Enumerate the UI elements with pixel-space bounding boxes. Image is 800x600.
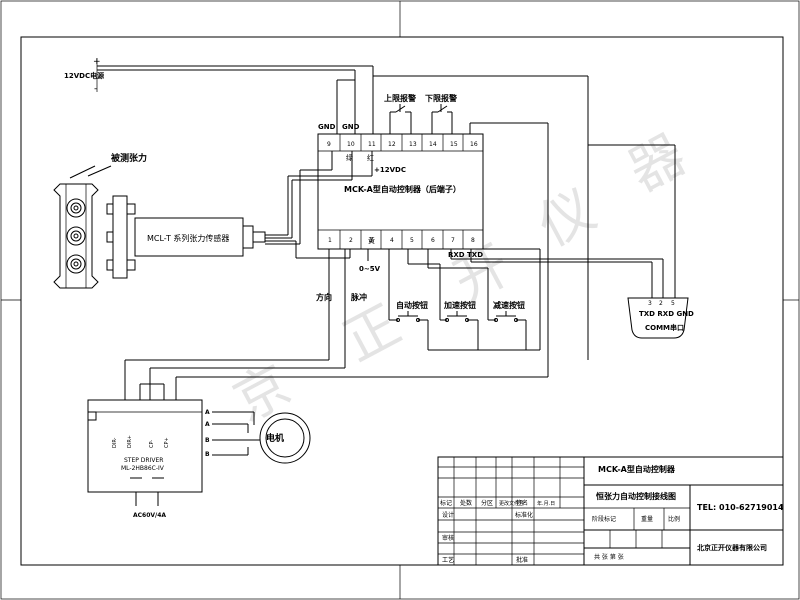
wire-yellow-label: 黄 xyxy=(368,236,375,245)
rxd-txd-label: RXD TXD xyxy=(448,251,483,259)
terminal-number: 6 xyxy=(431,237,435,244)
title-col-mark: 标记 xyxy=(440,499,452,507)
button-contacts xyxy=(396,318,518,322)
phase-label: A xyxy=(205,421,210,428)
decel-button-label: 减速按钮 xyxy=(493,300,525,310)
weight-label: 重量 xyxy=(641,515,653,523)
scale-label: 比例 xyxy=(668,515,680,523)
title-block: 标记 处数 分区 更改文件号 签名 年.月.日 设计 标准化 审核 工艺 批准 … xyxy=(437,456,784,566)
motor-label: 电机 xyxy=(266,432,284,444)
title-col-zone: 分区 xyxy=(481,499,493,507)
terminal-number: 2 xyxy=(349,237,353,244)
pulse-label: 脉冲 xyxy=(350,292,367,302)
product-name: MCK-A型自动控制器 xyxy=(598,464,676,474)
terminal-number: 1 xyxy=(328,237,332,244)
terminal-number: 8 xyxy=(471,237,475,244)
sheets-label: 共 张 第 张 xyxy=(594,553,624,561)
stage-mark-label: 阶段标记 xyxy=(592,515,616,523)
terminal-number: 4 xyxy=(390,237,394,244)
power-label: 12VDC电源 xyxy=(64,71,104,80)
serial-pin: 3 xyxy=(648,300,652,307)
driver-terminal: DIR- xyxy=(112,437,118,448)
title-col-doc: 更改文件号 xyxy=(499,500,524,507)
title-col-date: 年.月.日 xyxy=(537,500,555,507)
driver-model: ML-2HB86C-IV xyxy=(121,465,165,472)
bottom-terminal-numbers: 1 2 3 4 5 6 7 8 xyxy=(328,237,475,244)
accel-button-label: 加速按钮 xyxy=(443,300,476,310)
title-row-std: 标准化 xyxy=(515,511,533,519)
alarm-contacts: 上限报警 下限报警 xyxy=(384,93,457,134)
common-wires xyxy=(175,75,589,400)
tension-label: 被测张力 xyxy=(111,152,147,164)
title-col-count: 处数 xyxy=(460,499,472,507)
power-supply: + - 12VDC电源 xyxy=(64,57,373,94)
controller: 9 10 11 12 13 14 15 16 1 2 3 4 5 6 7 8 G… xyxy=(317,123,484,259)
phase-label: B xyxy=(205,437,210,444)
watermark-char: 京 xyxy=(223,353,300,434)
driver-power-label: AC60V/4A xyxy=(133,512,166,519)
drawing-frame xyxy=(20,36,784,566)
driver-terminal: DIR+ xyxy=(127,435,133,448)
title-col-sign: 签名 xyxy=(516,499,528,507)
terminal-number: 13 xyxy=(409,141,417,148)
range-label: 0~5V xyxy=(359,265,381,273)
terminal-number: 14 xyxy=(429,141,437,148)
wire-red-label: 红 xyxy=(367,153,374,162)
phase-label: A xyxy=(205,409,210,416)
title-row-approve: 批准 xyxy=(516,556,528,564)
terminal-number: 11 xyxy=(368,141,376,148)
terminal-number: 7 xyxy=(451,237,455,244)
driver-terminal: CP+ xyxy=(164,437,170,448)
serial-wires xyxy=(450,144,676,298)
power-plus-mark: + xyxy=(93,57,101,67)
terminal-number: 10 xyxy=(347,141,355,148)
tension-sensor: 被测张力 MCL-T 系列张力传感器 xyxy=(53,152,266,289)
watermark-char: 仪 xyxy=(528,178,605,259)
auto-button-label: 自动按钮 xyxy=(396,300,428,310)
terminal-number: 9 xyxy=(327,141,331,148)
drawing-name: 恒张力自动控制接线图 xyxy=(596,491,676,501)
direction-label: 方向 xyxy=(316,292,332,302)
gnd-label: GND xyxy=(342,123,360,131)
driver-name: STEP DRIVER xyxy=(124,457,163,464)
watermark-char: 器 xyxy=(618,123,695,204)
step-driver: DIR- DIR+ CP- CP+ STEP DRIVER ML-2HB86C-… xyxy=(87,399,210,519)
lower-alarm-label: 下限报警 xyxy=(425,93,457,103)
company-name: 北京正开仪器有限公司 xyxy=(697,543,767,552)
phase-label: B xyxy=(205,451,210,458)
serial-pin: 5 xyxy=(671,300,675,307)
comm-port: 3 2 5 TXD RXD GND COMM串口 xyxy=(627,297,694,339)
serial-pin: 2 xyxy=(659,300,663,307)
terminal-number: 15 xyxy=(450,141,458,148)
wire-green-label: 绿 xyxy=(346,153,353,162)
telephone: TEL: 010-62719014 xyxy=(697,503,784,512)
sensor-label: MCL-T 系列张力传感器 xyxy=(147,233,229,243)
terminal-number: 3 xyxy=(369,237,373,244)
plus12v-label: +12VDC xyxy=(374,166,406,174)
controller-title: MCK-A型自动控制器（后端子） xyxy=(344,184,461,194)
serial-pin-labels: TXD RXD GND xyxy=(639,310,694,318)
terminal-number: 5 xyxy=(410,237,414,244)
title-row-design: 设计 xyxy=(442,511,454,519)
upper-alarm-label: 上限报警 xyxy=(384,93,416,103)
power-minus-mark: - xyxy=(94,84,97,94)
top-terminal-numbers: 9 10 11 12 13 14 15 16 xyxy=(327,141,478,148)
motor: 电机 xyxy=(212,411,311,464)
terminal-number: 16 xyxy=(470,141,478,148)
terminal-number: 12 xyxy=(388,141,396,148)
push-buttons: 自动按钮 加速按钮 减速按钮 xyxy=(388,248,541,351)
comm-port-label: COMM串口 xyxy=(645,323,684,332)
title-row-craft: 工艺 xyxy=(442,556,454,564)
gnd-label: GND xyxy=(318,123,336,131)
title-row-review: 审核 xyxy=(442,534,454,542)
sensor-wires xyxy=(265,151,373,261)
power-wiring xyxy=(336,66,374,134)
driver-terminal: CP- xyxy=(149,440,155,448)
